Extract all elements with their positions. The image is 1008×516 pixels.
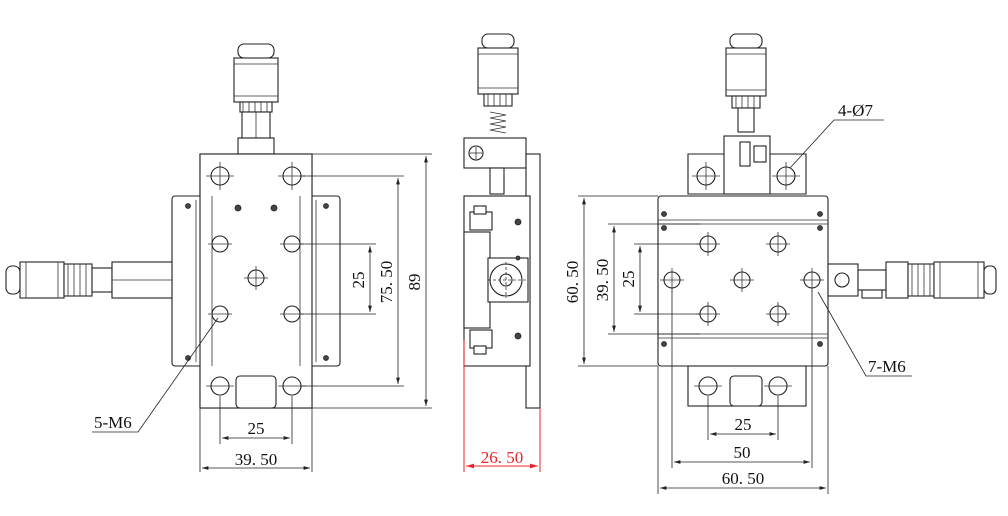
front-dim-hole-horizontal: 25 [248,419,265,438]
side-view: 26. 50 [463,33,541,472]
top-dim-height-inner: 39. 50 [593,259,612,302]
front-callout-thread: 5-M6 [94,413,132,432]
front-dim-pitch-vertical: 75. 50 [377,261,396,304]
top-dim-pitch-horizontal: 50 [734,443,751,462]
top-dim-hole-horizontal: 25 [735,415,752,434]
top-callout-thread: 7-M6 [868,357,906,376]
top-callout-holes: 4-Ø7 [838,101,873,120]
top-dim-height-outer: 60. 50 [563,261,582,304]
front-dim-height: 89 [405,274,424,291]
top-dim-hole-vertical: 25 [619,271,638,288]
front-dimensions [92,153,432,472]
micrometer-right [827,261,997,299]
top-main-plate [657,195,829,367]
front-dim-width: 39. 50 [235,450,278,469]
front-dim-hole-vertical: 25 [349,272,368,289]
top-view: 4-Ø7 7-M6 60. 50 39. 50 25 25 50 60. 50 [563,33,997,494]
top-dimensions [578,119,912,494]
micrometer-left [5,261,173,299]
front-view: 25 39. 50 25 75. 50 89 5-M6 [5,43,432,472]
micrometer-side [463,33,527,195]
micrometer-top [233,43,279,155]
micrometer-top-right [725,33,767,133]
top-dim-width: 60. 50 [722,469,765,488]
side-dim-thickness: 26. 50 [481,448,524,467]
side-dimension-red [463,340,541,472]
